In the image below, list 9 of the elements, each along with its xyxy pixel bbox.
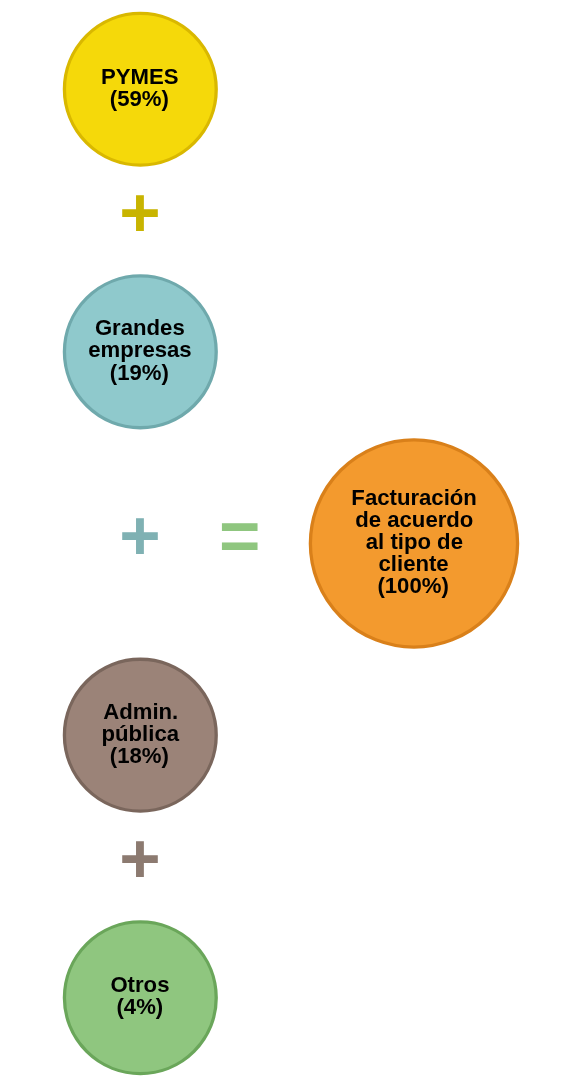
label: =	[218, 496, 261, 576]
node-circle: Admin. pública (18%)	[62, 657, 218, 813]
label: +	[119, 496, 161, 576]
label: +	[119, 173, 161, 253]
node-circle: PYMES (59%)	[62, 11, 218, 167]
node-circle: Facturación de acuerdo al tipo de cliente (100%)	[308, 438, 520, 649]
node-circle: Grandes empresas (19%)	[62, 274, 218, 430]
node-circle: Otros (4%)	[62, 920, 218, 1076]
label: +	[119, 819, 161, 899]
